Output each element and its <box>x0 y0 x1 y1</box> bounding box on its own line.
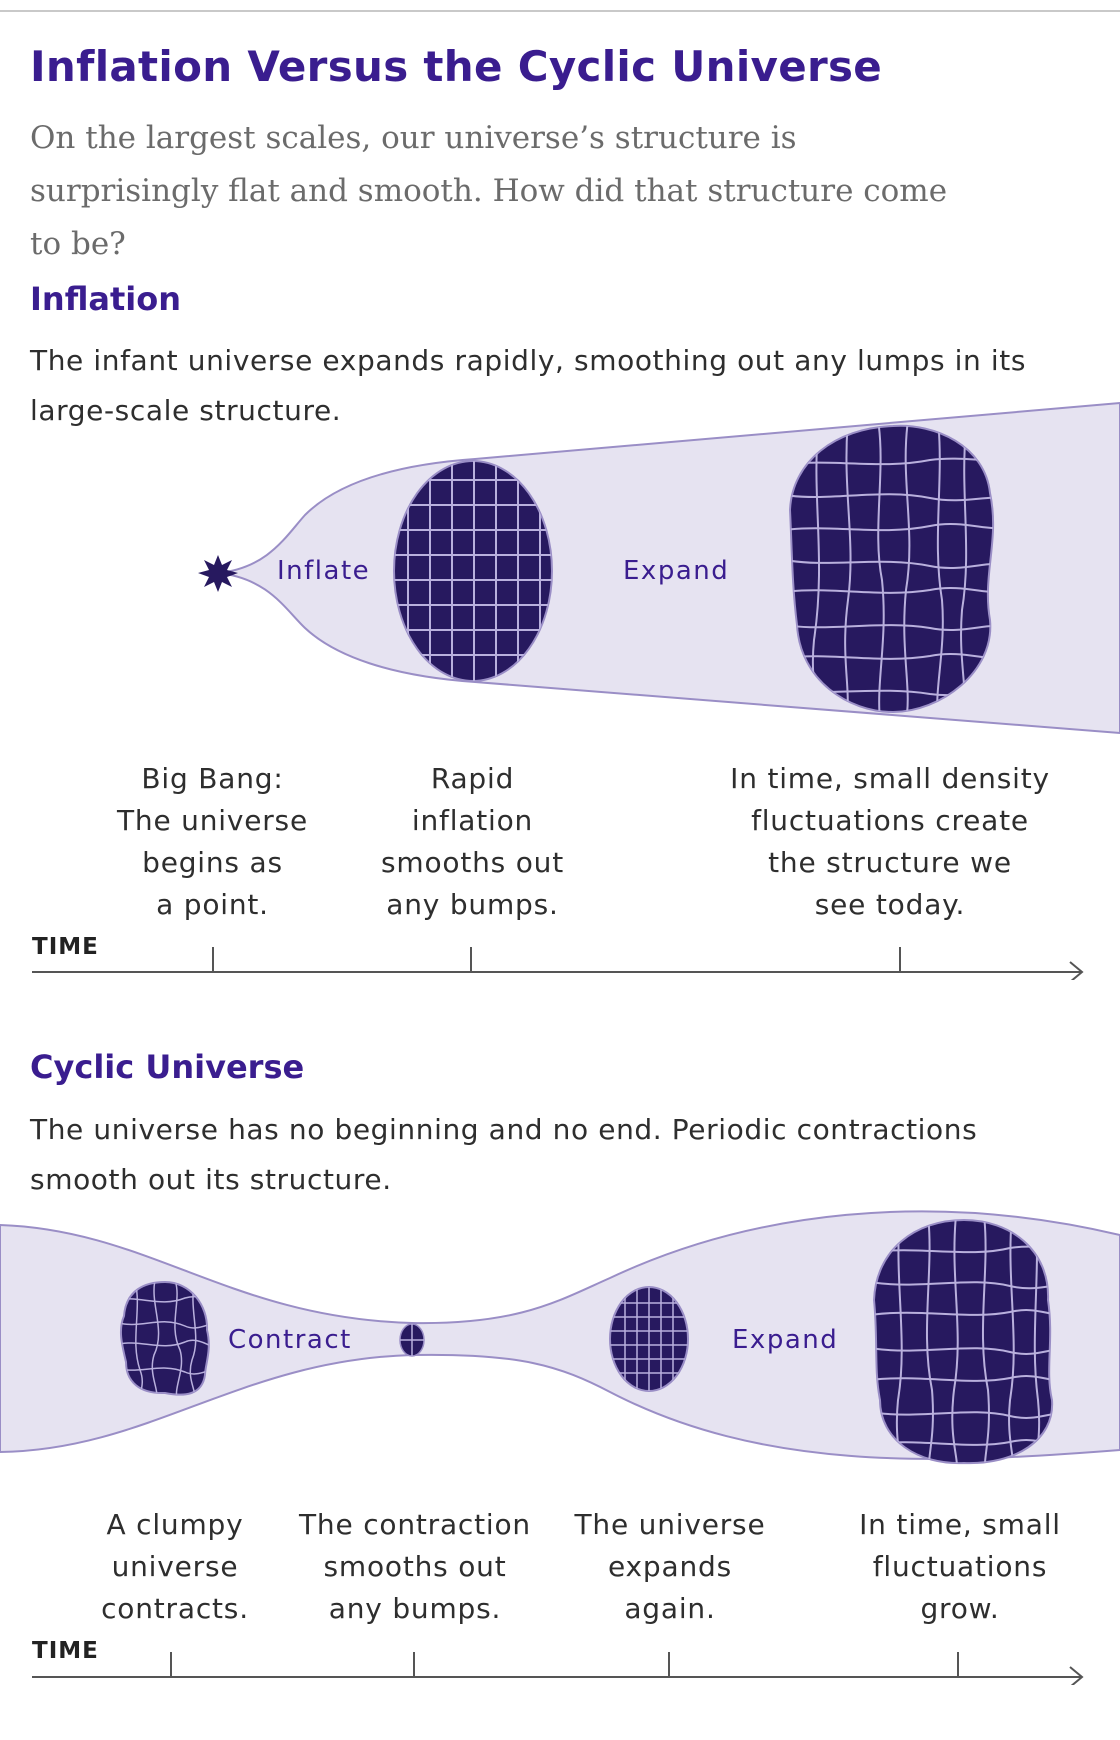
grown-universe-grid-icon <box>872 1218 1054 1465</box>
caption-expands-again-text: The universe expands again. <box>574 1508 766 1625</box>
inflation-expand-label: Expand <box>623 556 729 586</box>
clumpy-universe-icon <box>119 1280 210 1396</box>
caption-rapid-inflation: Rapid inflation smooths out any bumps. <box>355 758 590 926</box>
contracted-point-icon <box>399 1323 425 1357</box>
page-subtitle: On the largest scales, our universe’s st… <box>30 120 948 262</box>
cyclic-timeline <box>32 1652 1084 1685</box>
inflate-label: Inflate <box>277 556 370 586</box>
caption-big-bang-text: Big Bang: The universe begins as a point… <box>117 762 308 921</box>
cyclic-diagram: Contract Expand <box>0 1210 1120 1465</box>
inflation-timeline <box>32 947 1084 980</box>
caption-contraction-smooths: The contraction smooths out any bumps. <box>290 1504 540 1630</box>
cyclic-heading: Cyclic Universe <box>30 1048 305 1086</box>
page-title: Inflation Versus the Cyclic Universe <box>30 42 883 91</box>
caption-rapid-inflation-text: Rapid inflation smooths out any bumps. <box>381 762 564 921</box>
inflation-heading: Inflation <box>30 280 182 318</box>
cyclic-expand-label: Expand <box>732 1325 838 1355</box>
caption-clumpy-universe-text: A clumpy universe contracts. <box>101 1508 249 1625</box>
caption-density-fluctuations: In time, small density fluctuations crea… <box>700 758 1080 926</box>
re-expanding-grid-icon <box>609 1286 689 1392</box>
caption-big-bang: Big Bang: The universe begins as a point… <box>95 758 330 926</box>
inflation-description: The infant universe expands rapidly, smo… <box>30 344 1027 427</box>
inflation-time-arrow-icon <box>1069 961 1084 980</box>
caption-fluctuations-grow-text: In time, small fluctuations grow. <box>859 1508 1061 1625</box>
inflation-diagram: Inflate Expand <box>198 401 1120 735</box>
top-divider <box>0 10 1120 12</box>
caption-clumpy-universe: A clumpy universe contracts. <box>70 1504 280 1630</box>
structured-universe-grid-icon <box>788 424 995 714</box>
smooth-universe-grid-icon <box>393 460 553 682</box>
cyclic-time-label: TIME <box>32 1638 99 1664</box>
cyclic-description: The universe has no beginning and no end… <box>30 1113 978 1196</box>
caption-expands-again: The universe expands again. <box>560 1504 780 1630</box>
inflation-time-label: TIME <box>32 934 99 960</box>
caption-density-fluctuations-text: In time, small density fluctuations crea… <box>730 762 1050 921</box>
cyclic-time-arrow-icon <box>1069 1666 1084 1685</box>
cyclic-band <box>0 1210 1120 1460</box>
caption-contraction-smooths-text: The contraction smooths out any bumps. <box>299 1508 531 1625</box>
caption-fluctuations-grow: In time, small fluctuations grow. <box>840 1504 1080 1630</box>
contract-label: Contract <box>228 1325 352 1355</box>
big-bang-point-icon <box>198 555 238 592</box>
